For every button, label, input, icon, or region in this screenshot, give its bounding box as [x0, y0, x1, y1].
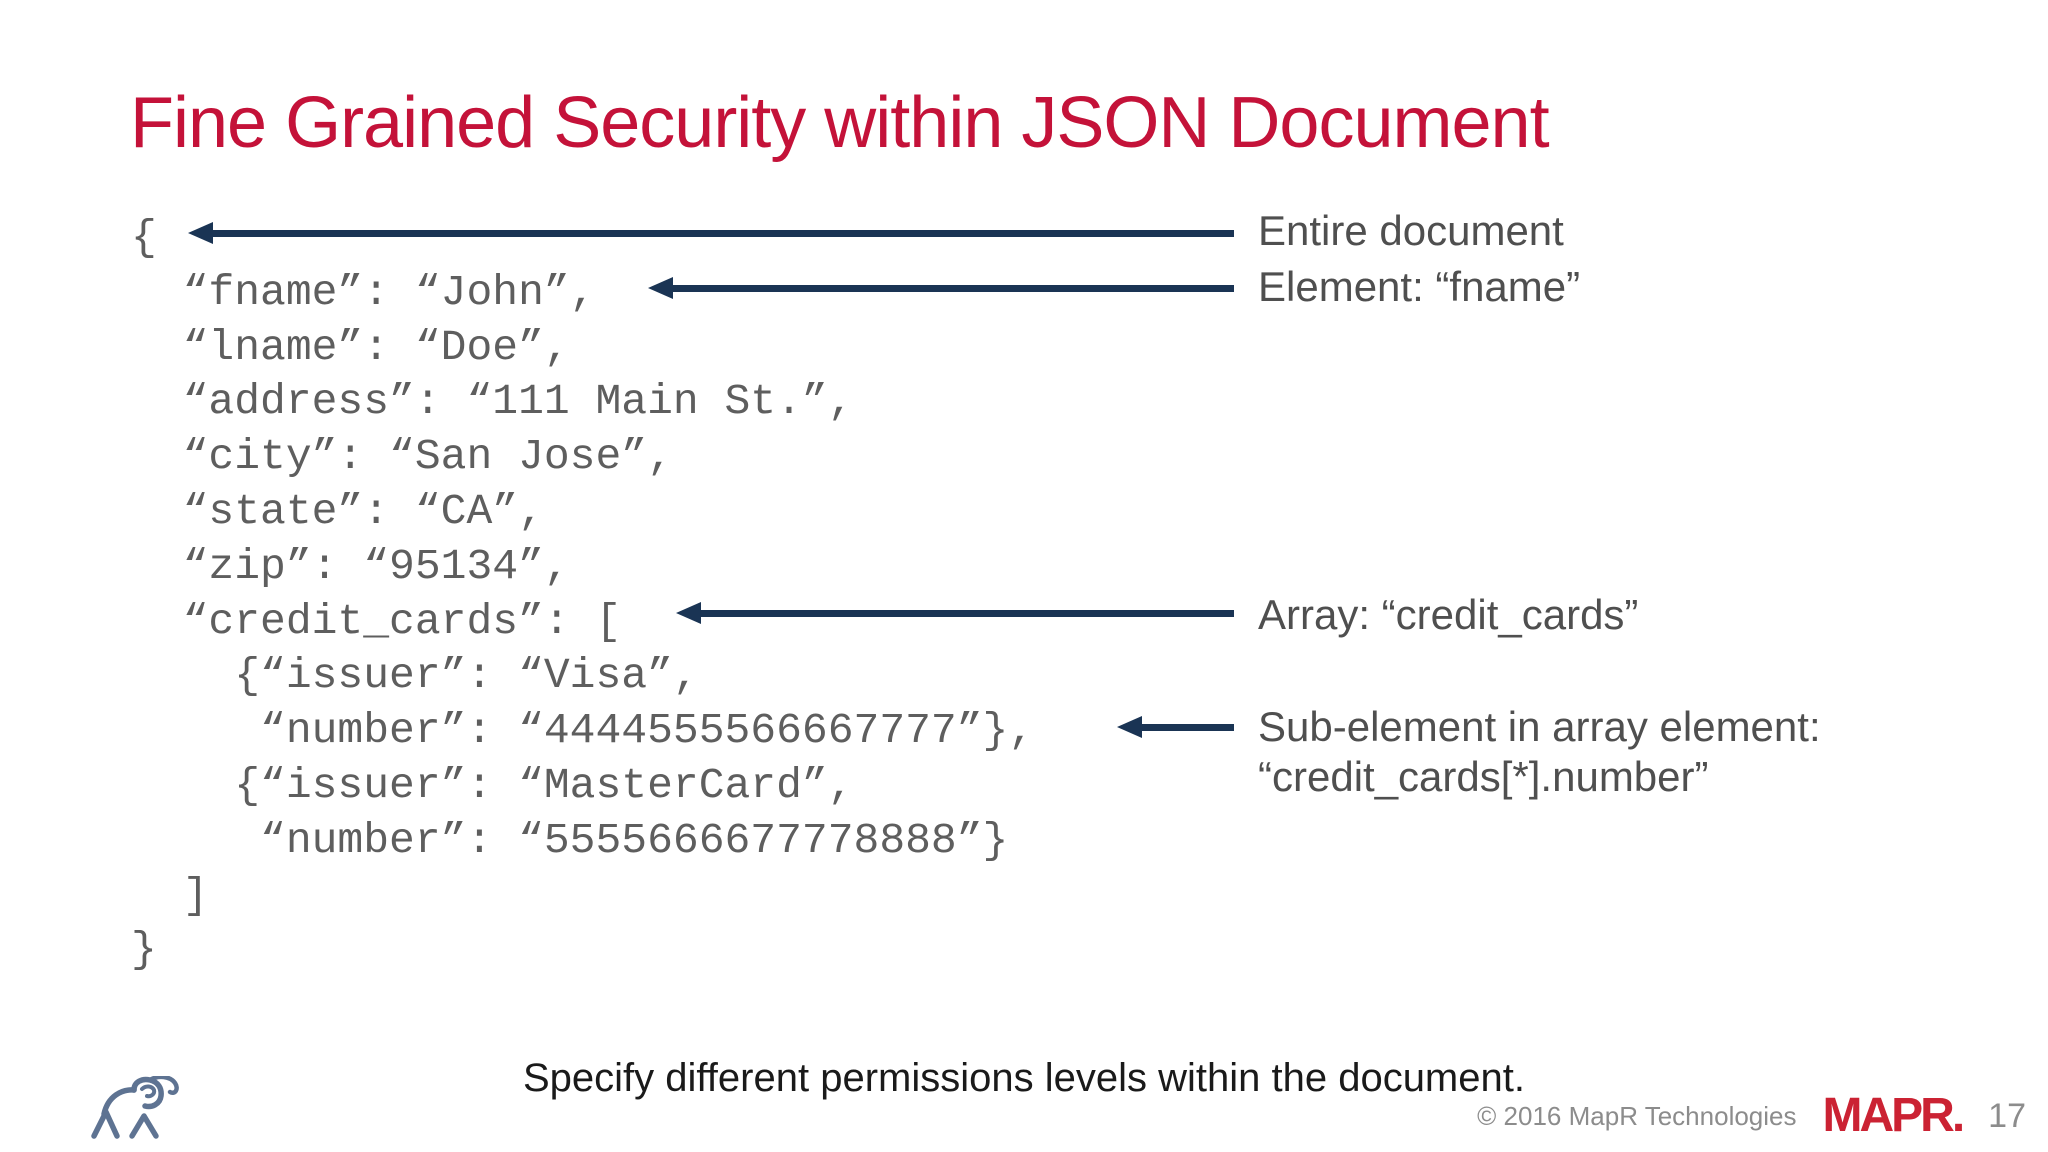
arrow-sub-element-number — [1117, 716, 1234, 738]
elephant-trunk — [147, 1076, 179, 1095]
footer: © 2016 MapR Technologies MAPR. 17 — [1477, 1092, 2026, 1140]
arrow-shaft — [212, 229, 1234, 237]
annotation-label-line1: Sub-element in array element: — [1258, 703, 1821, 750]
elephant-back — [101, 1087, 137, 1117]
annotation-label: Array: “credit_cards” — [1258, 591, 1639, 638]
mapr-elephant-icon — [91, 1076, 179, 1139]
annotation-element-fname: Element: “fname” — [1258, 262, 1580, 312]
elephant-front-legs — [129, 1113, 159, 1139]
copyright-text: © 2016 MapR Technologies — [1477, 1100, 1797, 1131]
arrowhead-left-icon — [188, 222, 213, 244]
slide-caption: Specify different permissions levels wit… — [523, 1056, 1525, 1100]
elephant-ear — [140, 1084, 157, 1099]
elephant-head — [131, 1076, 164, 1110]
arrow-entire-document — [188, 222, 1234, 244]
arrow-shaft — [672, 284, 1234, 292]
slide-title: Fine Grained Security within JSON Docume… — [130, 83, 1550, 163]
arrowhead-left-icon — [1117, 716, 1142, 738]
annotation-label: Element: “fname” — [1258, 263, 1581, 310]
arrowhead-left-icon — [676, 602, 701, 624]
annotation-label: Entire document — [1258, 207, 1564, 254]
json-document-code: { “fname”: “John”, “lname”: “Doe”, “addr… — [131, 213, 1035, 975]
arrow-array-credit-cards — [676, 602, 1234, 624]
arrow-element-fname — [648, 277, 1234, 299]
mapr-logo: MAPR. — [1822, 1089, 1966, 1142]
annotation-sub-element-number: Sub-element in array element: “credit_ca… — [1258, 702, 1821, 802]
annotation-entire-document: Entire document — [1258, 206, 1564, 256]
arrow-shaft — [700, 609, 1234, 617]
annotation-label-line2: “credit_cards[*].number” — [1258, 753, 1709, 800]
arrow-shaft — [1141, 723, 1234, 731]
annotation-array-credit-cards: Array: “credit_cards” — [1258, 590, 1638, 640]
page-number: 17 — [1988, 1096, 2026, 1135]
arrowhead-left-icon — [648, 277, 673, 299]
